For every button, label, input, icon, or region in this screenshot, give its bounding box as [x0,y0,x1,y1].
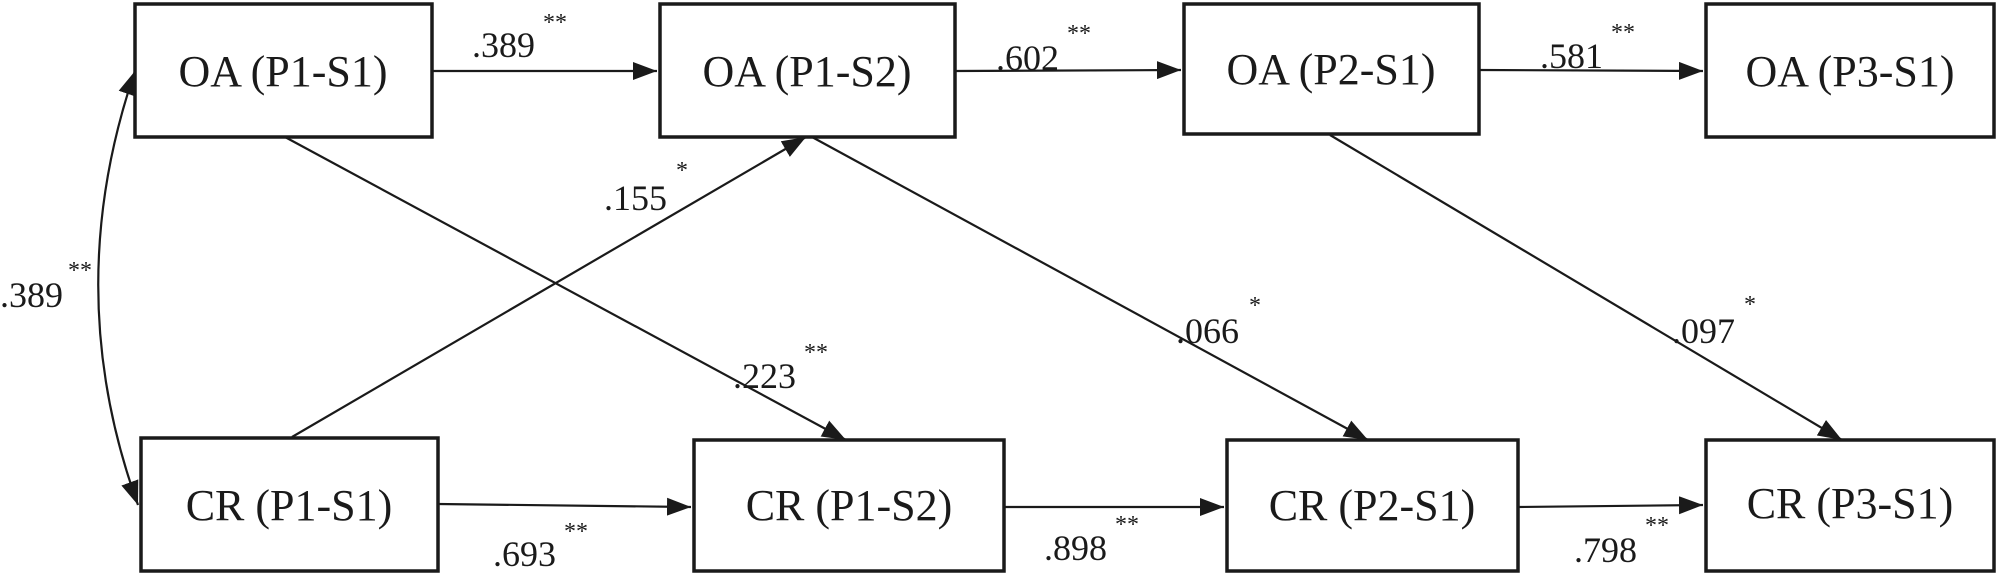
node-label: OA (P3-S1) [1745,47,1954,96]
edge-cr-p1s1-to-cr-p1s2 [437,497,692,516]
edge-oa-p2s1-to-cr-p3s1 [1329,134,1843,441]
coef-oa-p1s2-to-oa-p2s1: .602 ** [996,21,1091,78]
edge-oa-p1s2-to-cr-p2s1 [811,136,1369,441]
edge-cr-p1s1-to-oa-p1s2 [291,136,807,438]
coef-value: .155 [604,178,667,218]
node-cr-p1s1: CR (P1-S1) [139,436,440,573]
coef-oa-p2s1-to-cr-p3s1: .097 * [1672,292,1756,351]
coef-value: .389 [0,275,63,315]
node-box [658,2,957,139]
node-cr-p3s1: CR (P3-S1) [1704,438,1996,573]
coef-sig: ** [1067,21,1091,47]
coef-value: .602 [996,38,1059,78]
coef-value: .097 [1672,311,1735,351]
node-oa-p1s2: OA (P1-S2) [658,2,957,139]
coef-sig: ** [564,519,588,545]
node-box [139,436,440,573]
coef-value: .798 [1574,530,1637,570]
node-cr-p1s2: CR (P1-S2) [692,438,1006,573]
coef-sig: ** [1645,513,1669,539]
coef-oa-p1s2-to-cr-p2s1: .066 * [1176,293,1261,351]
coef-sig: * [1249,293,1261,319]
node-label: CR (P1-S1) [186,481,393,530]
coef-sig: * [1744,292,1756,318]
edge-oa-p2s1-to-oa-p3s1 [1478,61,1704,80]
node-box [1225,438,1520,573]
node-box [692,438,1006,573]
coef-value: .223 [733,356,796,396]
node-box [1704,2,1996,139]
coef-value: .389 [472,25,535,65]
edge-oa-p1s1-to-cr-p1s2 [284,136,847,441]
edges [97,61,1843,516]
node-label: CR (P2-S1) [1269,481,1476,530]
coef-sig: ** [543,10,567,36]
coef-oa-p1s1-to-oa-p1s2: .389 ** [472,10,567,65]
node-oa-p1s1: OA (P1-S1) [133,2,434,139]
coef-oa-p1s1-to-cr-p1s2: .223 ** [733,340,828,396]
coef-cr-p1s2-to-cr-p2s1: .898 ** [1044,512,1139,568]
coef-value: .066 [1176,311,1239,351]
coef-sig: * [676,158,688,184]
node-label: CR (P1-S2) [746,481,953,530]
node-label: CR (P3-S1) [1747,479,1954,528]
coef-oa-p1s1-with-cr-p1s1: .389 ** [0,258,92,315]
node-cr-p2s1: CR (P2-S1) [1225,438,1520,573]
node-box [1704,438,1996,573]
edge-cr-p2s1-to-cr-p3s1 [1517,496,1704,515]
edge-oa-p1s1-with-cr-p1s1 [97,70,140,506]
node-oa-p3s1: OA (P3-S1) [1704,2,1996,139]
coef-sig: ** [1611,20,1635,46]
node-label: OA (P1-S1) [178,47,387,96]
coef-cr-p1s1-to-cr-p1s2: .693 ** [493,519,588,574]
coef-value: .898 [1044,528,1107,568]
node-box [133,2,434,139]
node-label: OA (P2-S1) [1226,45,1435,94]
coef-cr-p2s1-to-cr-p3s1: .798 ** [1574,513,1669,570]
coef-value: .693 [493,534,556,574]
node-box [1182,2,1481,136]
edge-oa-p1s2-to-oa-p2s1 [954,61,1182,80]
coef-sig: ** [68,258,92,284]
coef-value: .581 [1540,36,1603,76]
coef-sig: ** [804,340,828,366]
node-label: OA (P1-S2) [702,47,911,96]
node-oa-p2s1: OA (P2-S1) [1182,2,1481,136]
coef-cr-p1s1-to-oa-p1s2: .155 * [604,158,688,218]
coef-oa-p2s1-to-oa-p3s1: .581 ** [1540,20,1635,76]
coef-sig: ** [1115,512,1139,538]
